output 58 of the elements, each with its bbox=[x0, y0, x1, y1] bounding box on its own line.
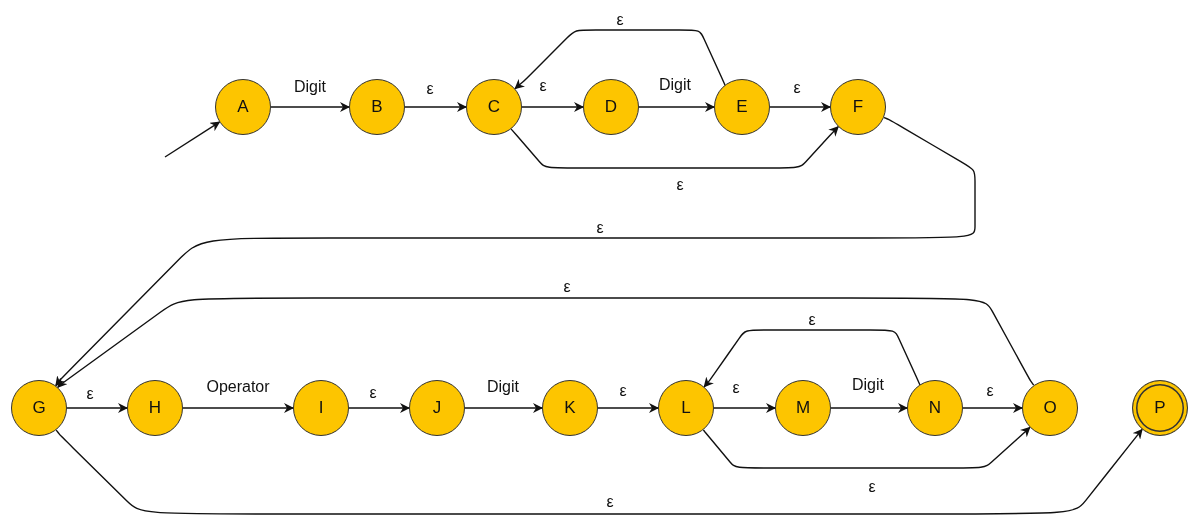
state-label: M bbox=[795, 398, 811, 418]
arrow bbox=[514, 29, 726, 90]
arrow bbox=[55, 116, 976, 387]
arrow bbox=[66, 403, 128, 413]
arrow bbox=[769, 102, 831, 112]
arrow bbox=[521, 102, 584, 112]
arrow bbox=[962, 403, 1023, 413]
state-label: D bbox=[604, 97, 618, 117]
state-circle bbox=[775, 380, 831, 436]
state-label: L bbox=[681, 398, 691, 418]
arrow bbox=[638, 102, 715, 112]
arrow bbox=[164, 121, 221, 158]
state-circle bbox=[583, 79, 639, 135]
edge-label: Operator bbox=[204, 378, 272, 396]
edge-label: Digit bbox=[657, 76, 693, 94]
state-circle bbox=[127, 380, 183, 436]
state-label: H bbox=[148, 398, 162, 418]
state-circle bbox=[293, 380, 349, 436]
arrow bbox=[703, 329, 921, 388]
arrow bbox=[702, 426, 1031, 469]
arrow bbox=[510, 126, 839, 169]
state-circle bbox=[830, 79, 886, 135]
accept-state-circle bbox=[1132, 380, 1188, 436]
state-label: B bbox=[371, 97, 383, 117]
state-circle bbox=[1022, 380, 1078, 436]
state-circle bbox=[907, 380, 963, 436]
state-label: O bbox=[1043, 398, 1057, 418]
state-circle bbox=[466, 79, 522, 135]
state-circle bbox=[658, 380, 714, 436]
arrow bbox=[348, 403, 410, 413]
state-circle bbox=[215, 79, 271, 135]
state-label: A bbox=[237, 97, 249, 117]
arrow bbox=[464, 403, 543, 413]
state-label: C bbox=[487, 97, 501, 117]
edge-label: Digit bbox=[485, 378, 521, 396]
arrow bbox=[597, 403, 659, 413]
arrow bbox=[830, 403, 908, 413]
arrow bbox=[270, 102, 350, 112]
state-circle bbox=[714, 79, 770, 135]
state-label: N bbox=[928, 398, 942, 418]
state-circle bbox=[349, 79, 405, 135]
state-label: I bbox=[318, 398, 324, 418]
state-label: E bbox=[736, 97, 748, 117]
arrow bbox=[182, 403, 294, 413]
edge-label: Digit bbox=[850, 376, 886, 394]
state-label: F bbox=[852, 97, 864, 117]
arrow bbox=[713, 403, 776, 413]
edge-label: Digit bbox=[292, 78, 328, 96]
state-label: K bbox=[564, 398, 576, 418]
state-circle bbox=[542, 380, 598, 436]
state-label: J bbox=[432, 398, 442, 418]
state-label: G bbox=[32, 398, 46, 418]
arrow bbox=[404, 102, 467, 112]
arrow bbox=[55, 428, 1143, 515]
arrow bbox=[57, 297, 1035, 389]
state-circle bbox=[409, 380, 465, 436]
state-label: P bbox=[1154, 398, 1166, 418]
state-circle bbox=[11, 380, 67, 436]
